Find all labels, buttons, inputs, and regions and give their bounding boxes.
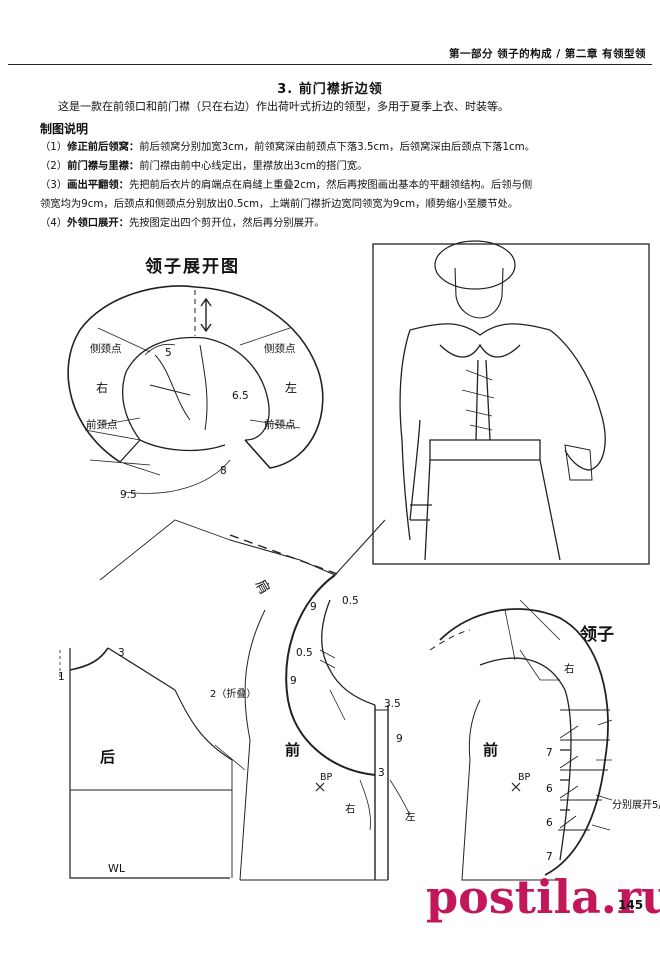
running-header: 第一部分 领子的构成 / 第二章 有领型领 bbox=[449, 48, 646, 60]
step-2: （2）前门襟与里襟：前门襟由前中心线定出，里襟放出3cm的搭门宽。 bbox=[40, 157, 640, 176]
dim-3-lower: 3 bbox=[378, 767, 385, 779]
front-neck-label-left: 前颈点 bbox=[86, 418, 118, 431]
left-side-label: 左 bbox=[285, 380, 297, 395]
step-4: （4）外领口展开：先按图定出四个剪开位，然后再分别展开。 bbox=[40, 214, 640, 233]
right-front-label: 右 bbox=[345, 802, 356, 815]
dim-8: 8 bbox=[220, 465, 227, 477]
bust-point-label-2: BP bbox=[518, 772, 531, 783]
collar-spread-diagram bbox=[67, 285, 324, 494]
front-collar-spread bbox=[429, 599, 613, 881]
header-rule bbox=[8, 64, 652, 65]
bust-point-mark bbox=[315, 782, 325, 792]
dim-0-5-left: 0.5 bbox=[296, 647, 313, 659]
step-number: （4） bbox=[40, 217, 68, 229]
page-number: 145 bbox=[618, 898, 644, 912]
dim-9-top: 9 bbox=[310, 601, 317, 613]
dim-6-5: 6.5 bbox=[232, 390, 249, 402]
step-number: （3） bbox=[40, 179, 68, 191]
collar-title: 领子 bbox=[580, 625, 614, 645]
step-3: （3）画出平翻领：先把前后衣片的肩端点在肩缝上重叠2cm，然后再按图画出基本的平… bbox=[40, 176, 640, 195]
bust-point-label: BP bbox=[320, 772, 333, 783]
front-label-right: 前 bbox=[483, 741, 498, 759]
dim-3-5: 3.5 bbox=[384, 698, 401, 710]
blouse-illustration bbox=[372, 240, 650, 565]
step-text: 前门襟由前中心线定出，里襟放出3cm的搭门宽。 bbox=[139, 160, 368, 172]
fold-label: 2（折叠） bbox=[210, 687, 256, 700]
front-bodice-collar bbox=[99, 519, 411, 881]
left-front-label: 左 bbox=[405, 810, 416, 823]
intro-paragraph: 这是一款在前领口和前门襟（只在右边）作出荷叶式折边的领型，多用于夏季上衣、时装等… bbox=[58, 100, 509, 113]
drafting-notes-heading: 制图说明 bbox=[40, 122, 89, 136]
right-side-label: 右 bbox=[96, 380, 108, 395]
step-label: 修正前后领窝： bbox=[67, 141, 140, 153]
side-neck-label-right: 侧颈点 bbox=[264, 342, 296, 355]
step-3-continued: 领宽均为9cm，后颈点和侧颈点分别放出0.5cm，上端前门襟折边宽同领宽为9cm… bbox=[40, 195, 640, 214]
collar-right-label: 右 bbox=[564, 662, 575, 675]
back-bodice bbox=[59, 647, 233, 879]
spread-7-a: 7 bbox=[546, 747, 553, 759]
collar-spread-title: 领子展开图 bbox=[145, 257, 240, 277]
spread-note: 分别展开5/9.5 bbox=[612, 799, 660, 811]
step-label: 外领口展开： bbox=[67, 217, 129, 229]
front-label-left: 前 bbox=[285, 741, 300, 759]
dim-9-left: 9 bbox=[290, 675, 297, 687]
step-label: 前门襟与里襟： bbox=[67, 160, 140, 172]
step-text: 前后领窝分别加宽3cm，前领窝深由前颈点下落3.5cm，后领窝深由后颈点下落1c… bbox=[139, 141, 535, 153]
dim-0-5-top: 0.5 bbox=[342, 595, 359, 607]
step-number: （2） bbox=[40, 160, 68, 172]
dim-9-5: 9.5 bbox=[120, 489, 137, 501]
front-neck-label-right: 前颈点 bbox=[264, 418, 296, 431]
spread-6-a: 6 bbox=[546, 783, 553, 795]
spread-6-b: 6 bbox=[546, 817, 553, 829]
dim-1: 1 bbox=[58, 671, 65, 683]
back-label: 后 bbox=[100, 748, 115, 766]
step-label: 画出平翻领： bbox=[67, 179, 129, 191]
shoulder-label: 肩 bbox=[252, 577, 273, 597]
side-neck-label-left: 侧颈点 bbox=[90, 342, 122, 355]
watermark: postila.ru bbox=[426, 870, 660, 924]
spread-7-b: 7 bbox=[546, 851, 553, 863]
bust-point-mark-2 bbox=[511, 782, 521, 792]
step-text: 先把前后衣片的肩端点在肩缝上重叠2cm，然后再按图画出基本的平翻领结构。后领与侧 bbox=[128, 179, 533, 191]
waistline-label: WL bbox=[108, 862, 126, 875]
step-text: 先按图定出四个剪开位，然后再分别展开。 bbox=[128, 217, 325, 229]
dim-9-lower: 9 bbox=[396, 733, 403, 745]
step-number: （1） bbox=[40, 141, 68, 153]
section-title: 3. 前门襟折边领 bbox=[277, 82, 383, 97]
step-text: 领宽均为9cm，后颈点和侧颈点分别放出0.5cm，上端前门襟折边宽同领宽为9cm… bbox=[40, 198, 519, 210]
dim-5: 5 bbox=[165, 347, 172, 359]
drafting-steps: （1）修正前后领窝：前后领窝分别加宽3cm，前领窝深由前颈点下落3.5cm，后领… bbox=[40, 138, 640, 233]
dim-3-back: 3 bbox=[118, 647, 125, 659]
step-1: （1）修正前后领窝：前后领窝分别加宽3cm，前领窝深由前颈点下落3.5cm，后领… bbox=[40, 138, 640, 157]
